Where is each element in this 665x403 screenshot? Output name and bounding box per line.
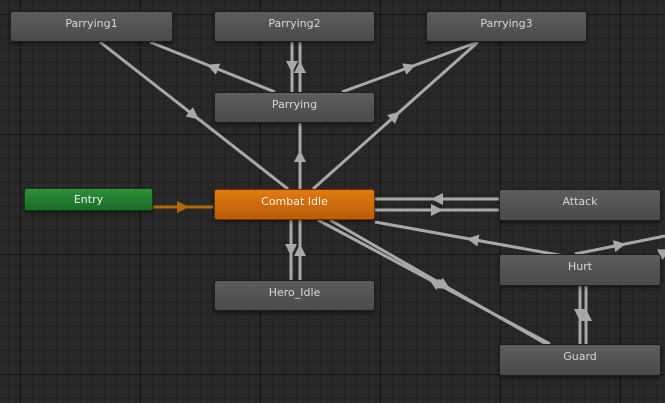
state-label: Attack <box>562 195 598 208</box>
transition-arrow-icon <box>294 244 306 256</box>
state-label: Parrying2 <box>268 17 321 30</box>
transition-arrow-icon <box>387 111 400 124</box>
transition-arrow-icon <box>177 201 189 213</box>
state-label: Guard <box>563 350 597 363</box>
transition-arrow-icon <box>466 234 480 247</box>
transition-arrow-icon <box>431 204 443 216</box>
state-parrying2[interactable]: Parrying2 <box>214 11 375 42</box>
state-parrying[interactable]: Parrying <box>214 92 375 123</box>
transition-arrow-icon <box>574 309 586 321</box>
state-guard[interactable]: Guard <box>499 344 661 376</box>
state-parrying3[interactable]: Parrying3 <box>426 11 587 42</box>
state-parrying1[interactable]: Parrying1 <box>10 11 173 42</box>
state-hurt[interactable]: Hurt <box>499 254 661 286</box>
transition-arrow-icon <box>431 193 443 205</box>
transition-arrow-icon <box>294 61 306 73</box>
transition-arrow-icon <box>206 63 221 75</box>
transition-arrow-icon <box>294 150 306 162</box>
transition-arrow-icon <box>428 279 443 291</box>
state-label: Entry <box>73 193 104 206</box>
transition-arrow-icon <box>185 107 199 120</box>
state-label: Hero_Idle <box>268 286 321 299</box>
state-label: Parrying <box>271 98 318 111</box>
transition-arrow-icon <box>580 309 592 321</box>
state-combat-idle[interactable]: Combat Idle <box>214 189 375 220</box>
transition-arrow-icon <box>285 244 297 256</box>
state-label: Parrying3 <box>480 17 533 30</box>
state-label: Combat Idle <box>261 195 328 208</box>
transition-arrow-icon <box>612 240 626 253</box>
state-hero-idle[interactable]: Hero_Idle <box>214 280 375 311</box>
state-entry[interactable]: Entry <box>24 188 153 211</box>
transition-arrow-icon <box>286 61 298 73</box>
transition-arrow-icon <box>656 249 665 261</box>
state-label: Parrying1 <box>65 17 118 30</box>
state-label: Hurt <box>567 260 593 273</box>
state-attack[interactable]: Attack <box>499 189 661 221</box>
transition-arrow-icon <box>402 63 416 75</box>
